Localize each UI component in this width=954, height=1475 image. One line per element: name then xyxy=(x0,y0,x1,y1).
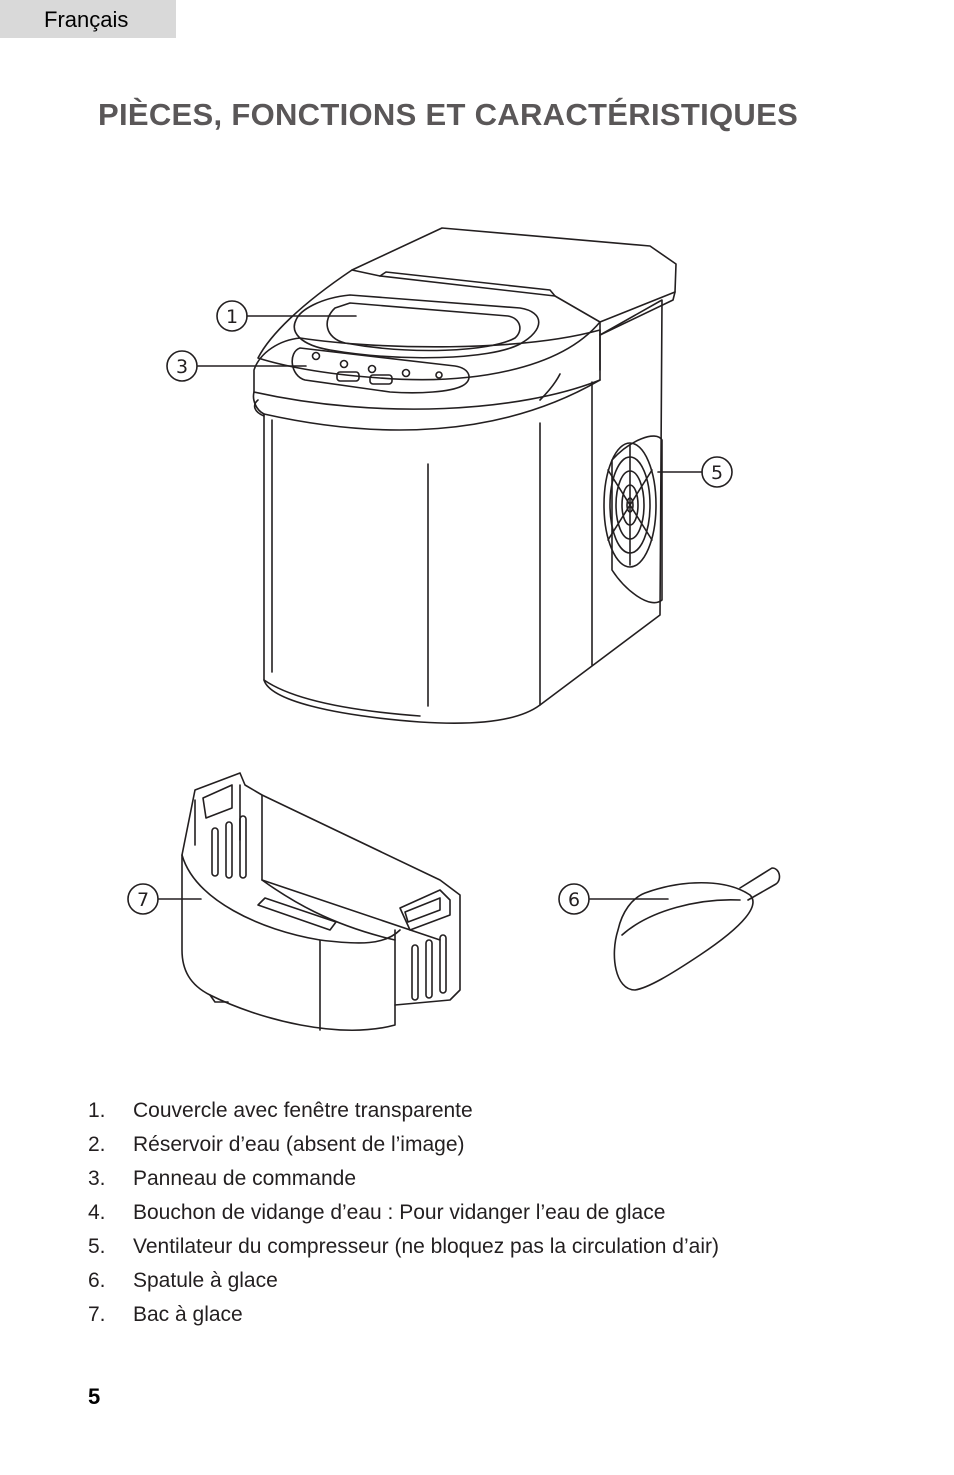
page-number: 5 xyxy=(88,1384,101,1409)
lid-window xyxy=(293,294,540,359)
list-item: 2.Réservoir d’eau (absent de l’image) xyxy=(88,1133,465,1156)
parts-list: 1.Couvercle avec fenêtre transparente 2.… xyxy=(88,1094,719,1332)
callout-basket: 7 xyxy=(137,889,149,911)
callout-lid: 1 xyxy=(226,306,238,328)
list-item: 6.Spatule à glace xyxy=(88,1269,278,1292)
callout-fan: 5 xyxy=(711,462,723,484)
ice-basket-illustration xyxy=(181,772,461,1031)
list-item: 5.Ventilateur du compresseur (ne bloquez… xyxy=(88,1235,719,1258)
list-item: 7.Bac à glace xyxy=(88,1303,243,1326)
ice-scoop-illustration xyxy=(613,867,781,991)
ice-maker-illustration xyxy=(252,227,677,724)
callout-scoop: 6 xyxy=(568,889,580,911)
language-tab: Français xyxy=(0,0,176,38)
parts-illustration: 1 3 5 6 7 xyxy=(127,227,781,1031)
page-title: PIÈCES, FONCTIONS ET CARACTÉRISTIQUES xyxy=(98,97,799,132)
list-item: 3.Panneau de commande xyxy=(88,1167,356,1190)
list-item: 1.Couvercle avec fenêtre transparente xyxy=(88,1099,473,1122)
callout-control-panel: 3 xyxy=(176,356,188,378)
compressor-fan-illustration xyxy=(603,435,663,604)
control-panel-illustration xyxy=(291,347,470,394)
list-item: 4.Bouchon de vidange d’eau : Pour vidang… xyxy=(88,1201,666,1224)
